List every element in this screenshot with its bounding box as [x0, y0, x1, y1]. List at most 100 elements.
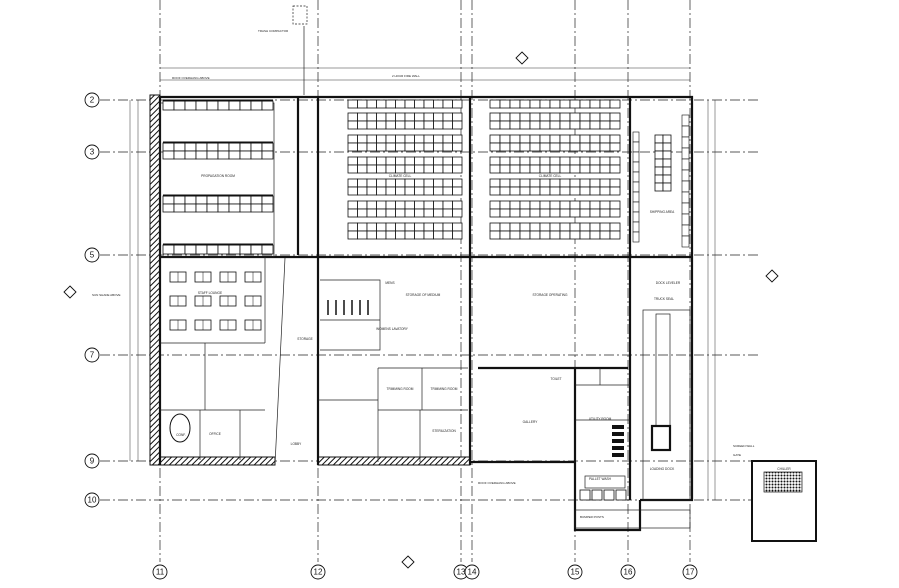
bench-cell	[549, 186, 561, 196]
chiller-unit	[763, 471, 803, 493]
bench-cell	[195, 100, 208, 111]
bench-cell	[499, 178, 511, 188]
bench-cell	[579, 208, 591, 218]
bench-cell	[357, 164, 368, 174]
rack-cell	[632, 221, 640, 233]
bench-cell	[376, 134, 387, 144]
bench-cell	[347, 222, 358, 232]
bench-cell	[539, 208, 551, 218]
bench-cell	[376, 142, 387, 152]
bench-cell	[433, 142, 444, 152]
room-label: GALLERY	[523, 420, 539, 424]
bench-cell	[662, 174, 672, 184]
bench-cell	[239, 203, 252, 213]
rack-cell	[632, 171, 640, 183]
bench-cell	[559, 230, 571, 240]
bench-cell	[261, 203, 274, 213]
grid-bubble	[84, 144, 100, 160]
bench-cell	[206, 244, 219, 255]
bench-cell	[173, 203, 186, 213]
pallet-bay	[579, 489, 591, 501]
bench-cell	[509, 142, 521, 152]
bench-cell	[549, 134, 561, 144]
bench-cell	[442, 230, 453, 240]
bench-cell	[385, 200, 396, 210]
bench-cell	[357, 178, 368, 188]
bench-cell	[654, 174, 664, 184]
bench-cell	[357, 230, 368, 240]
bench-cell	[404, 134, 415, 144]
bench-cell	[599, 134, 611, 144]
grid-label: 14	[468, 568, 477, 577]
bench-cell	[579, 230, 591, 240]
bench-cell	[539, 186, 551, 196]
chiller-enclosure	[751, 460, 817, 542]
bench-cell	[162, 142, 175, 152]
bench-cell	[250, 203, 263, 213]
bench-cell	[539, 200, 551, 210]
bench-cell	[499, 142, 511, 152]
bench-cell	[452, 156, 463, 166]
bench-cell	[569, 99, 581, 109]
section-markers	[63, 51, 779, 569]
grid-label: 5	[90, 251, 95, 260]
bench-cell	[529, 142, 541, 152]
bench-cell	[385, 164, 396, 174]
bench-cell	[376, 186, 387, 196]
room-label: TRIMMING ROOM	[387, 387, 414, 391]
bench-cell	[395, 99, 406, 109]
bench-cell	[452, 142, 463, 152]
bench-cell	[609, 99, 621, 109]
bench-cell	[599, 230, 611, 240]
bench-cell	[162, 203, 175, 213]
room-label: PALLET WASH	[589, 477, 612, 481]
rack-cell	[681, 191, 690, 204]
note: TRASH COMPACTOR	[258, 29, 289, 33]
grid-label: 7	[90, 351, 95, 360]
bench-cell	[250, 100, 263, 111]
bench-cell	[261, 244, 274, 255]
bench-cell	[184, 150, 197, 160]
building-walls	[149, 94, 694, 532]
rack-cell	[681, 202, 690, 215]
bench-cell	[162, 150, 175, 160]
bench-cell	[499, 120, 511, 130]
bench-cell	[489, 186, 501, 196]
rack-cell	[632, 161, 640, 173]
bench-cell	[519, 208, 531, 218]
bench-cell	[385, 186, 396, 196]
bench-cell	[654, 142, 664, 152]
bench-cell	[433, 120, 444, 130]
bench-cell	[569, 178, 581, 188]
bench-cell	[654, 158, 664, 168]
grid-label: 17	[686, 568, 695, 577]
bench-cell	[228, 244, 241, 255]
bench-cell	[559, 142, 571, 152]
bench-cell	[206, 142, 219, 152]
bench-cell	[509, 120, 521, 130]
annotations: TRASH COMPACTOR ROOF OVERHANG ABOVE 2 HO…	[92, 29, 755, 519]
bench-cell	[509, 200, 521, 210]
bench-cell	[579, 112, 591, 122]
bench-cell	[395, 178, 406, 188]
bench-cell	[217, 150, 230, 160]
bench-cell	[347, 164, 358, 174]
bench-cell	[433, 200, 444, 210]
bench-cell	[404, 156, 415, 166]
grid-bubble	[84, 453, 100, 469]
bench-cell	[347, 156, 358, 166]
room-label: STORAGE OF MEDIUM	[406, 293, 441, 297]
bench-cell	[366, 99, 377, 109]
bench-cell	[579, 200, 591, 210]
bench-cell	[423, 156, 434, 166]
grid-label: 11	[156, 568, 165, 577]
bench-cell	[442, 200, 453, 210]
bench-cell	[539, 156, 551, 166]
bench-cell	[404, 186, 415, 196]
bench-cell	[395, 200, 406, 210]
bench-cell	[395, 222, 406, 232]
grid-label: 3	[90, 148, 95, 157]
bench-cell	[509, 230, 521, 240]
bench-cell	[347, 112, 358, 122]
